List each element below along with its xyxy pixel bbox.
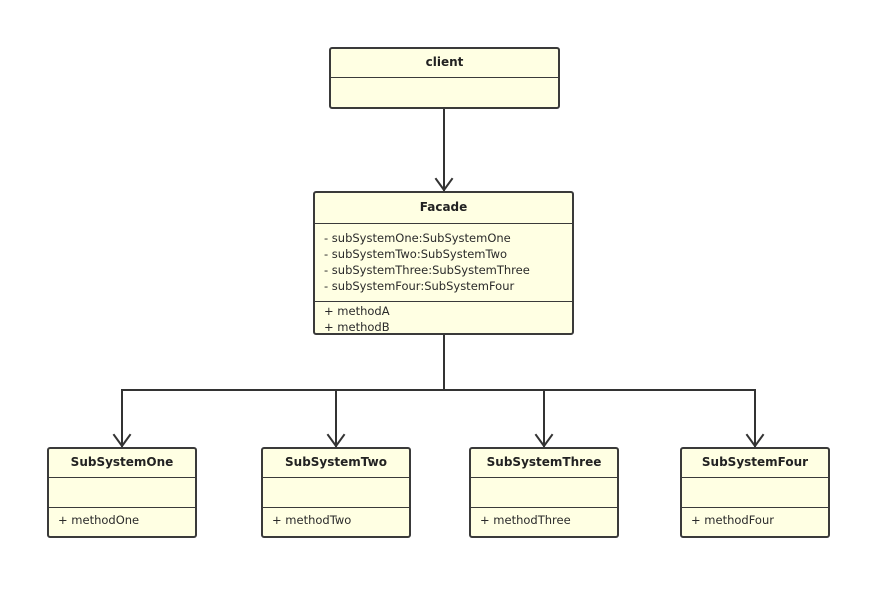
facade-attribute: - subSystemFour:SubSystemFour xyxy=(324,279,515,293)
subsystem-four-arrowhead xyxy=(745,433,765,448)
subsystem-three-class-box[interactable]: SubSystemThree + methodThree xyxy=(469,447,619,538)
facade-operations-section: + methodA + methodB xyxy=(315,302,572,334)
subsystem-two-class-box[interactable]: SubSystemTwo + methodTwo xyxy=(261,447,411,538)
facade-attribute: - subSystemOne:SubSystemOne xyxy=(324,231,511,245)
subsystem-two-operations-section: + methodTwo xyxy=(263,508,409,528)
subsystem-one-class-box[interactable]: SubSystemOne + methodOne xyxy=(47,447,197,538)
subsystem-three-attributes-section xyxy=(471,478,617,508)
facade-attributes-section: - subSystemOne:SubSystemOne - subSystemT… xyxy=(315,224,572,302)
subsystem-three-arrowhead xyxy=(534,433,554,448)
subsystem-one-operations-section: + methodOne xyxy=(49,508,195,528)
facade-attribute: - subSystemThree:SubSystemThree xyxy=(324,263,530,277)
subsystem-four-attributes-section xyxy=(682,478,828,508)
subsystem-one-attributes-section xyxy=(49,478,195,508)
client-class-box[interactable]: client xyxy=(329,47,560,109)
client-class-name: client xyxy=(331,49,558,78)
subsystem-four-operations-section: + methodFour xyxy=(682,508,828,528)
subsystem-two-operation: + methodTwo xyxy=(272,513,352,527)
client-attributes-section xyxy=(331,78,558,80)
subsystem-three-class-name: SubSystemThree xyxy=(471,449,617,478)
facade-class-name: Facade xyxy=(315,193,572,224)
subsystem-three-operation: + methodThree xyxy=(480,513,571,527)
facade-attribute: - subSystemTwo:SubSystemTwo xyxy=(324,247,508,261)
facade-class-box[interactable]: Facade - subSystemOne:SubSystemOne - sub… xyxy=(313,191,574,335)
subsystem-one-class-name: SubSystemOne xyxy=(49,449,195,478)
subsystem-one-arrowhead xyxy=(112,433,132,448)
subsystem-four-class-box[interactable]: SubSystemFour + methodFour xyxy=(680,447,830,538)
subsystem-two-class-name: SubSystemTwo xyxy=(263,449,409,478)
subsystem-four-operation: + methodFour xyxy=(691,513,774,527)
subsystem-four-class-name: SubSystemFour xyxy=(682,449,828,478)
subsystem-three-operations-section: + methodThree xyxy=(471,508,617,528)
subsystem-two-attributes-section xyxy=(263,478,409,508)
subsystem-two-arrowhead xyxy=(326,433,346,448)
facade-operation: + methodB xyxy=(324,320,390,334)
facade-operation: + methodA xyxy=(324,304,390,318)
subsystem-one-operation: + methodOne xyxy=(58,513,140,527)
client-to-facade-arrowhead xyxy=(434,177,454,192)
